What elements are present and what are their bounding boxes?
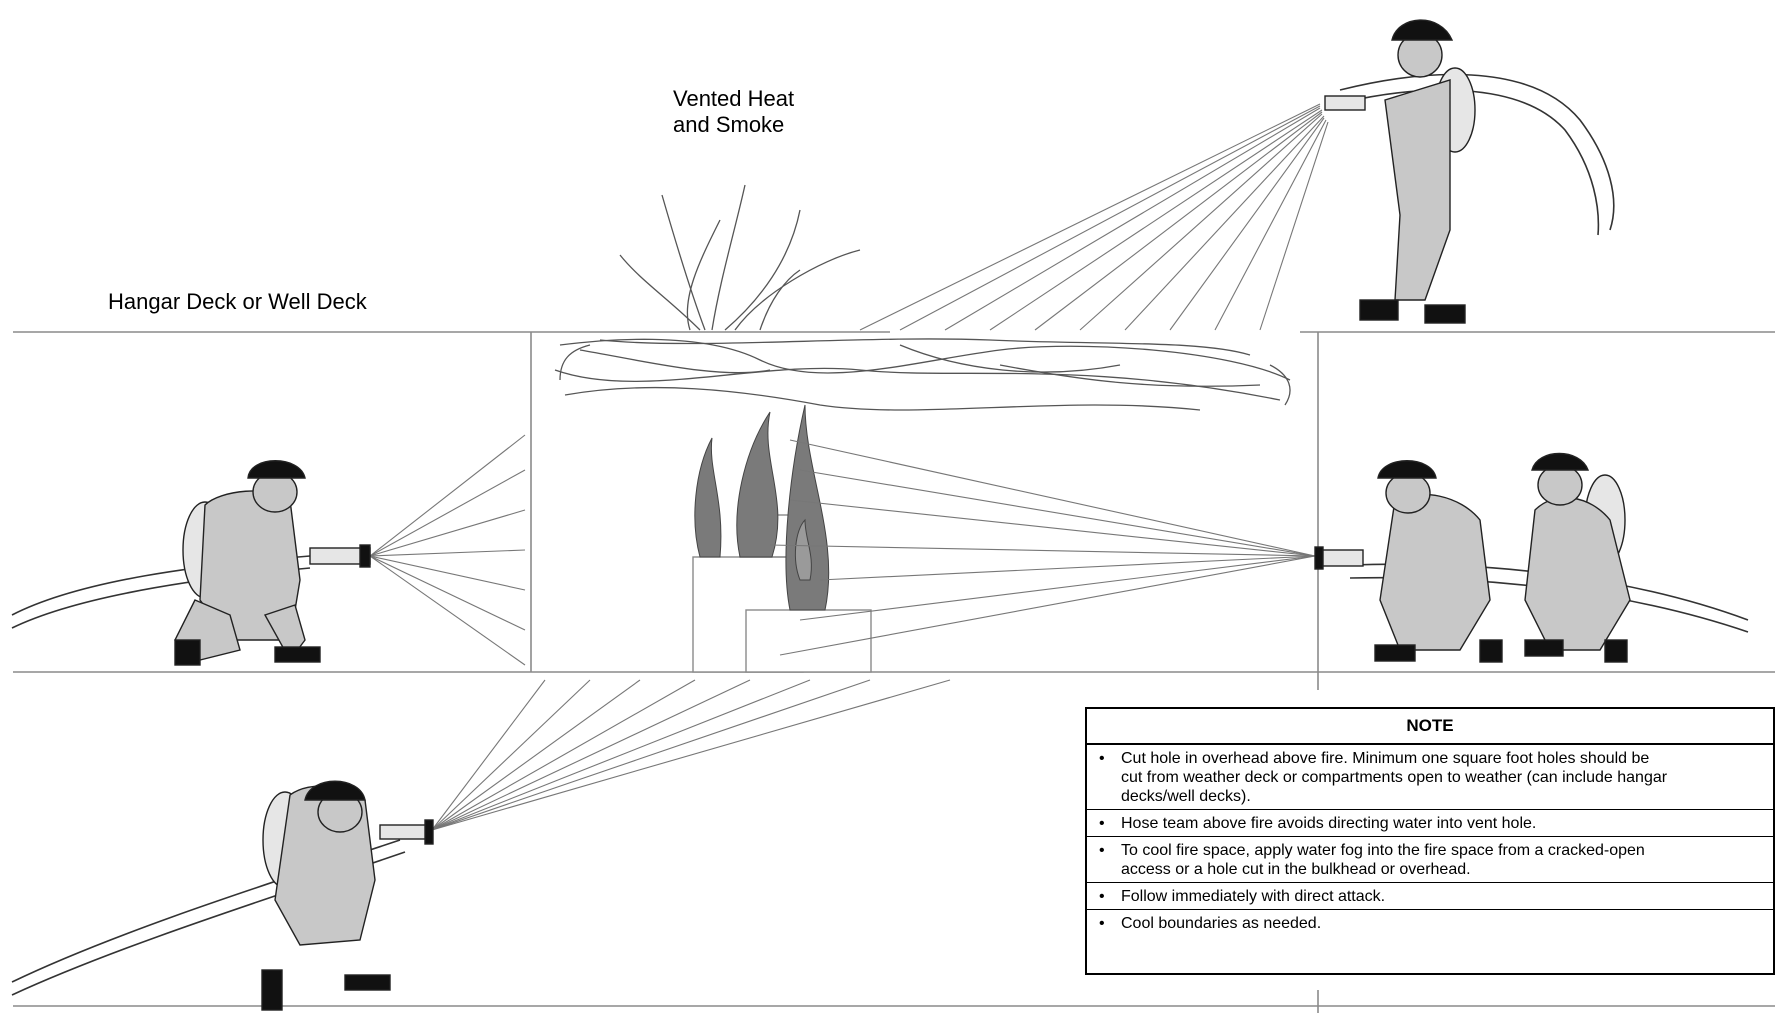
note-item: • Cool boundaries as needed. <box>1087 910 1773 936</box>
firefighter-bottom <box>261 780 434 1011</box>
bullet-icon: • <box>1099 915 1105 932</box>
note-item-text: Cool boundaries as needed. <box>1121 915 1322 932</box>
bullet-icon: • <box>1099 750 1105 767</box>
bullet-icon: • <box>1099 888 1105 905</box>
firefighter-left <box>174 460 371 666</box>
note-item: • Follow immediately with direct attack. <box>1087 883 1773 910</box>
fire-source-boxes <box>692 514 872 673</box>
note-item-text: Follow immediately with direct attack. <box>1121 888 1386 905</box>
note-item: • To cool fire space, apply water fog in… <box>1087 837 1773 883</box>
spray-left <box>369 434 526 666</box>
spray-bottom <box>431 679 951 831</box>
note-item-text: Cut hole in overhead above fire. Minimum… <box>1121 750 1668 805</box>
bullet-icon: • <box>1099 815 1105 832</box>
firefighter-right-backup <box>1524 452 1631 663</box>
spray-right <box>769 439 1316 656</box>
note-item: • Hose team above fire avoids directing … <box>1087 810 1773 837</box>
smoke-plume <box>619 184 861 331</box>
note-item-text: To cool fire space, apply water fog into… <box>1121 842 1645 878</box>
firefighter-right-lead <box>1314 460 1503 663</box>
note-item: • Cut hole in overhead above fire. Minim… <box>1087 745 1773 810</box>
note-box: NOTE • Cut hole in overhead above fire. … <box>1085 707 1775 975</box>
flames <box>694 404 830 611</box>
compartment-lines <box>13 331 1775 1013</box>
firefighter-top <box>1324 19 1476 324</box>
vented-heat-label: Vented Heat and Smoke <box>673 86 795 137</box>
bullet-icon: • <box>1099 842 1105 859</box>
spray-top <box>859 103 1329 331</box>
hangar-deck-label: Hangar Deck or Well Deck <box>108 289 367 314</box>
note-item-text: Hose team above fire avoids directing wa… <box>1121 815 1537 832</box>
smoke-layer <box>554 338 1291 411</box>
note-title: NOTE <box>1087 709 1773 745</box>
